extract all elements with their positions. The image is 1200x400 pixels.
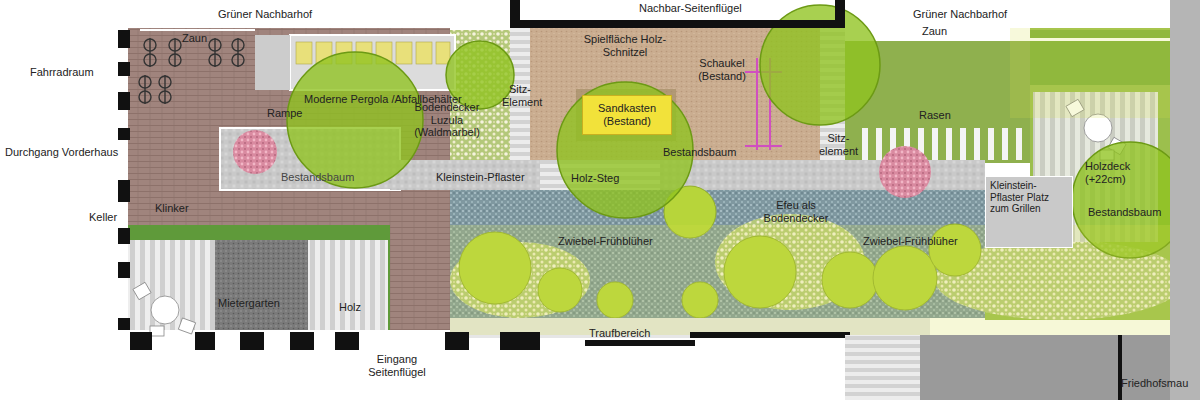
plan-label: Grüner Nachbarhof (218, 8, 312, 21)
plan-label: Eingang Seitenflügel (362, 353, 432, 378)
plan-label: Sitz- Element (502, 83, 538, 108)
plan-label: Rampe (267, 107, 302, 120)
plan-label: Holz-Steg (571, 172, 619, 185)
plan-label: Klinker (155, 202, 189, 215)
plan-label: Rasen (919, 109, 951, 122)
plan-label: Zwiebel-Frühblüher (558, 235, 653, 248)
plan-label: Mietergarten (218, 297, 280, 310)
plan-label: Grüner Nachbarhof (913, 8, 1007, 21)
plan-label: Traufbereich (589, 327, 650, 340)
plan-label: Bestandsbaum (1088, 206, 1161, 219)
plan-label: Zwiebel-Frühblüher (863, 235, 958, 248)
plan-label: Friedhofsmau (1121, 377, 1188, 390)
plan-label: Spielfläche Holz-Schnitzel (580, 33, 670, 58)
plan-label: Nachbar-Seitenflügel (639, 2, 742, 15)
plan-label: Keller (89, 211, 117, 224)
plan-label: Durchgang Vorderhaus (5, 146, 118, 159)
plan-label: Zaun (922, 25, 947, 38)
area-label: Holzdeck (+22cm) (1085, 160, 1145, 185)
area-label: Sandkasten (Bestand) (587, 102, 667, 127)
plan-label: Sitz- element (816, 132, 861, 157)
plan-label: Bestandsbaum (281, 171, 354, 184)
plan-label: Holz (339, 301, 361, 314)
plan-area: Moderne Pergola /Abfallbehälter (290, 35, 455, 90)
plan-label: Efeu als Bodendecker (756, 199, 836, 224)
plan-label: Bestandsbaum (663, 146, 736, 159)
plan-label: Schaukel (Bestand) (692, 57, 752, 82)
plan-label: Fahrradraum (30, 66, 94, 79)
area-label: Kleinstein-Pflaster Platz zum Grillen (990, 180, 1068, 215)
plan-area: Sandkasten (Bestand) (582, 95, 672, 135)
plan-label: Zaun (182, 32, 207, 45)
plan-label: Kleinstein-Pflaster (436, 171, 525, 184)
plan-label: Bodendecker Luzula (Waldmarbel) (411, 101, 483, 139)
plan-area: Kleinstein-Pflaster Platz zum Grillen (985, 176, 1073, 248)
